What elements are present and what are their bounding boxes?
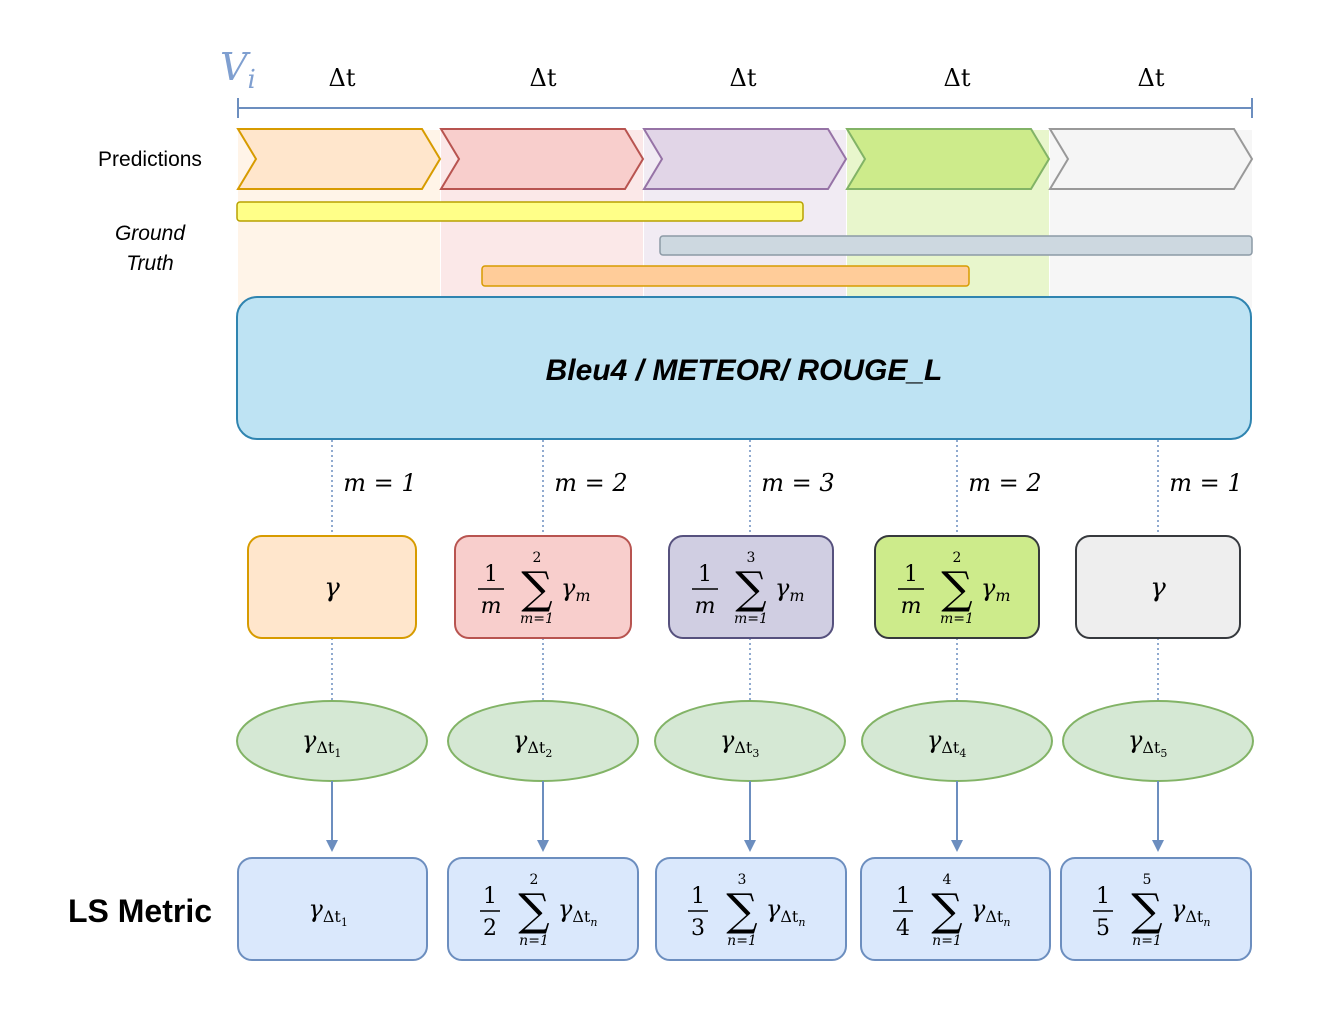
prediction-chevrons <box>236 128 1254 190</box>
seg2-prediction-chevron <box>439 128 645 190</box>
seg4-ls-frac-den: 4 <box>896 916 910 941</box>
seg5-gamma-delta-label: γΔt5 <box>1128 726 1167 760</box>
seg4-ls-gamma-n: γΔtn <box>971 895 1010 929</box>
gt-bar-orange <box>481 265 970 287</box>
seg4-prediction-chevron <box>845 128 1051 190</box>
seg2-ls-result-box <box>447 857 639 961</box>
seg1-delta-label: Δt <box>329 64 356 92</box>
seg4-aggregation-box <box>874 535 1040 639</box>
seg5-ls-frac-den: 5 <box>1096 916 1110 941</box>
seg5-ls-sigma: ∑ <box>1131 885 1162 936</box>
seg2-ls-sigma: ∑ <box>518 885 549 936</box>
seg2-ls-frac-num: 1 <box>483 884 497 909</box>
seg3-ls-result-box <box>655 857 847 961</box>
seg2-agg-gamma-m: γm <box>561 574 591 605</box>
seg1-ls-single: γΔt1 <box>309 895 348 929</box>
ground-truth-label-line1: Ground <box>115 222 186 245</box>
seg4-gamma-delta-label: γΔt4 <box>927 726 966 760</box>
seg2-agg-sum-lower: m=1 <box>520 611 554 627</box>
seg2-agg-sum-upper: 2 <box>533 550 542 566</box>
seg3-agg-frac-den: m <box>695 594 716 619</box>
seg3-ls-gamma-n: γΔtn <box>766 895 805 929</box>
gt-bar-yellow <box>236 201 804 222</box>
seg2-agg-frac-num: 1 <box>484 562 498 587</box>
ls-metric-label: LS Metric <box>68 893 212 929</box>
seg5-ls-sum-upper: 5 <box>1143 872 1152 888</box>
seg4-agg-gamma-m: γm <box>981 574 1011 605</box>
seg4-ls-sum-lower: n=1 <box>932 933 962 949</box>
ground-truth-bars <box>236 201 1253 287</box>
seg3-m-label: m = 3 <box>761 469 834 497</box>
seg1-m-label: m = 1 <box>343 469 416 497</box>
ground-truth-label-line2: Truth <box>126 252 173 275</box>
delta-t-labels: Δt Δt Δt Δt Δt <box>329 64 1165 92</box>
seg3-aggregation-box <box>668 535 834 639</box>
seg1-aggregation-box <box>247 535 417 639</box>
seg5-m-label: m = 1 <box>1169 469 1242 497</box>
metric-box <box>236 296 1252 440</box>
seg3-ls-sigma: ∑ <box>726 885 757 936</box>
seg2-ls-sum-lower: n=1 <box>519 933 549 949</box>
video-label: Vi <box>220 45 256 95</box>
seg3-agg-sigma: ∑ <box>735 563 766 614</box>
seg5-aggregation-gamma: γ <box>1150 573 1166 603</box>
seg4-agg-sum-upper: 2 <box>953 550 962 566</box>
seg1-gamma-delta-label: γΔt1 <box>302 726 341 760</box>
seg3-agg-gamma-m: γm <box>775 574 805 605</box>
seg4-ls-frac-num: 1 <box>896 884 910 909</box>
seg4-agg-sigma: ∑ <box>941 563 972 614</box>
seg2-gamma-delta-label: γΔt2 <box>513 726 552 760</box>
seg5-ls-gamma-n: γΔtn <box>1171 895 1210 929</box>
seg2-agg-frac-den: m <box>481 594 502 619</box>
seg2-delta-label: Δt <box>530 64 557 92</box>
seg2-ls-sum-upper: 2 <box>530 872 539 888</box>
metric-box-label: Bleu4 / METEOR/ ROUGE_L <box>546 354 943 387</box>
seg4-ls-sum-upper: 4 <box>943 872 952 888</box>
seg4-ls-result-box <box>860 857 1051 961</box>
seg1-prediction-chevron <box>236 128 442 190</box>
seg5-ls-result-box <box>1060 857 1252 961</box>
seg2-ls-gamma-n: γΔtn <box>558 895 597 929</box>
seg2-ls-frac-den: 2 <box>483 916 497 941</box>
seg5-ls-sum-lower: n=1 <box>1132 933 1162 949</box>
seg3-ls-frac-den: 3 <box>691 916 705 941</box>
seg4-agg-sum-lower: m=1 <box>940 611 974 627</box>
seg5-ls-frac-num: 1 <box>1096 884 1110 909</box>
seg3-gamma-delta-label: γΔt3 <box>720 726 759 760</box>
seg3-agg-sum-lower: m=1 <box>734 611 768 627</box>
seg4-agg-frac-num: 1 <box>904 562 918 587</box>
seg5-delta-label: Δt <box>1138 64 1165 92</box>
seg1-column: m = 1 γ γΔt1 γΔt1 <box>236 440 428 961</box>
seg1-aggregation-gamma: γ <box>324 573 340 603</box>
gt-bar-gray <box>659 235 1253 256</box>
seg2-aggregation-box <box>454 535 632 639</box>
seg4-m-label: m = 2 <box>968 469 1041 497</box>
seg3-ls-sum-upper: 3 <box>738 872 747 888</box>
seg3-agg-frac-num: 1 <box>698 562 712 587</box>
seg4-agg-frac-den: m <box>901 594 922 619</box>
seg1-ls-result-box <box>237 857 428 961</box>
seg5-aggregation-box <box>1075 535 1241 639</box>
seg3-agg-sum-upper: 3 <box>747 550 756 566</box>
seg4-delta-label: Δt <box>944 64 971 92</box>
seg5-prediction-chevron <box>1048 128 1254 190</box>
seg3-ls-sum-lower: n=1 <box>727 933 757 949</box>
seg3-ls-frac-num: 1 <box>691 884 705 909</box>
seg3-prediction-chevron <box>642 128 848 190</box>
seg3-delta-label: Δt <box>730 64 757 92</box>
predictions-label: Predictions <box>98 148 202 171</box>
seg4-ls-sigma: ∑ <box>931 885 962 936</box>
seg2-agg-sigma: ∑ <box>521 563 552 614</box>
seg2-m-label: m = 2 <box>554 469 627 497</box>
timeline: Vi Δt Δt Δt Δt Δt <box>220 45 1253 118</box>
